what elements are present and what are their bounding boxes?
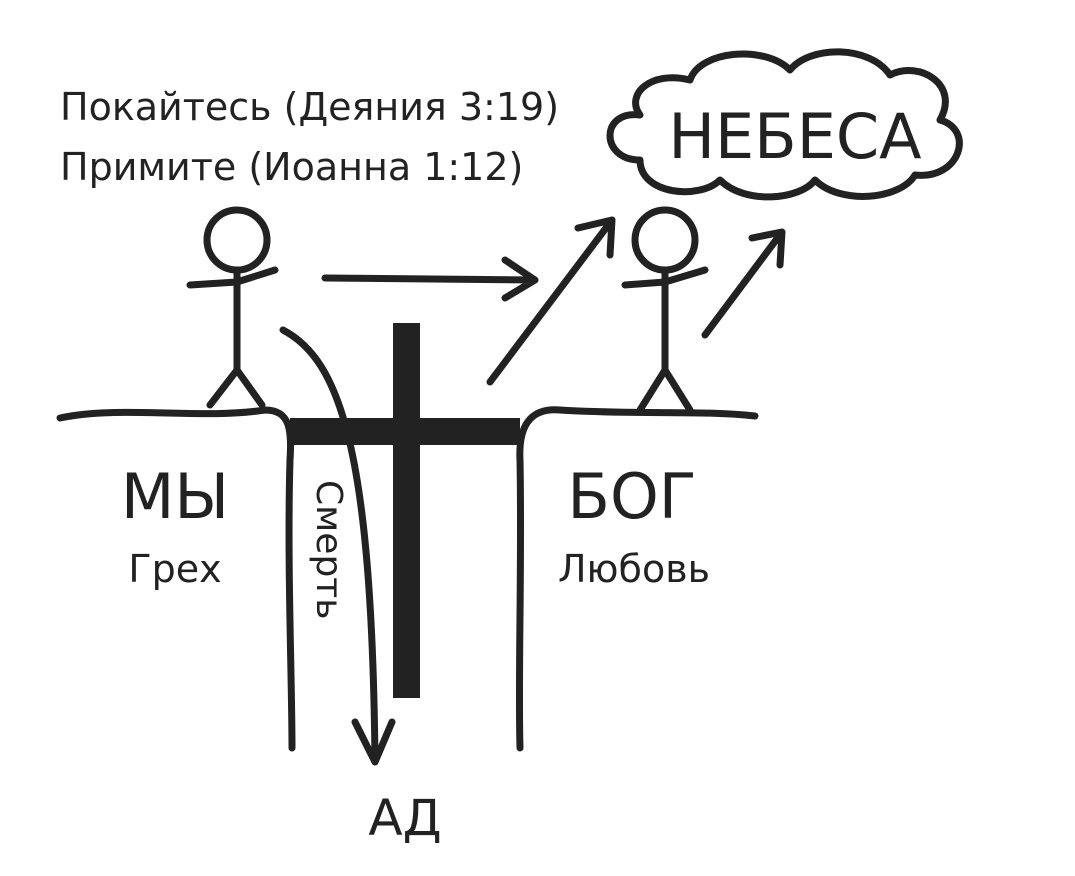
left-title: МЫ <box>121 460 229 533</box>
arrow-down-to-hell-icon <box>279 326 396 766</box>
stick-figure-us <box>186 206 279 409</box>
right-title: БОГ <box>567 460 696 533</box>
stick-figure-god <box>621 206 709 414</box>
cloud-shape <box>606 48 963 201</box>
left-subtitle: Грех <box>128 547 221 591</box>
right-subtitle: Любовь <box>558 547 710 591</box>
instruction-receive: Примите (Иоанна 1:12) <box>60 145 523 189</box>
cross-post <box>393 323 420 698</box>
heaven-label: НЕБЕСА <box>668 100 921 173</box>
arrow-up-to-heaven-icon-2 <box>701 228 786 339</box>
left-cliff <box>56 406 296 752</box>
death-label: Смерть <box>308 480 349 619</box>
right-cliff <box>515 406 759 752</box>
hell-label: АД <box>368 789 441 847</box>
instruction-repent: Покайтесь (Деяния 3:19) <box>60 85 559 129</box>
arrow-up-to-heaven-icon <box>486 216 616 386</box>
arrow-right-icon <box>321 256 539 302</box>
